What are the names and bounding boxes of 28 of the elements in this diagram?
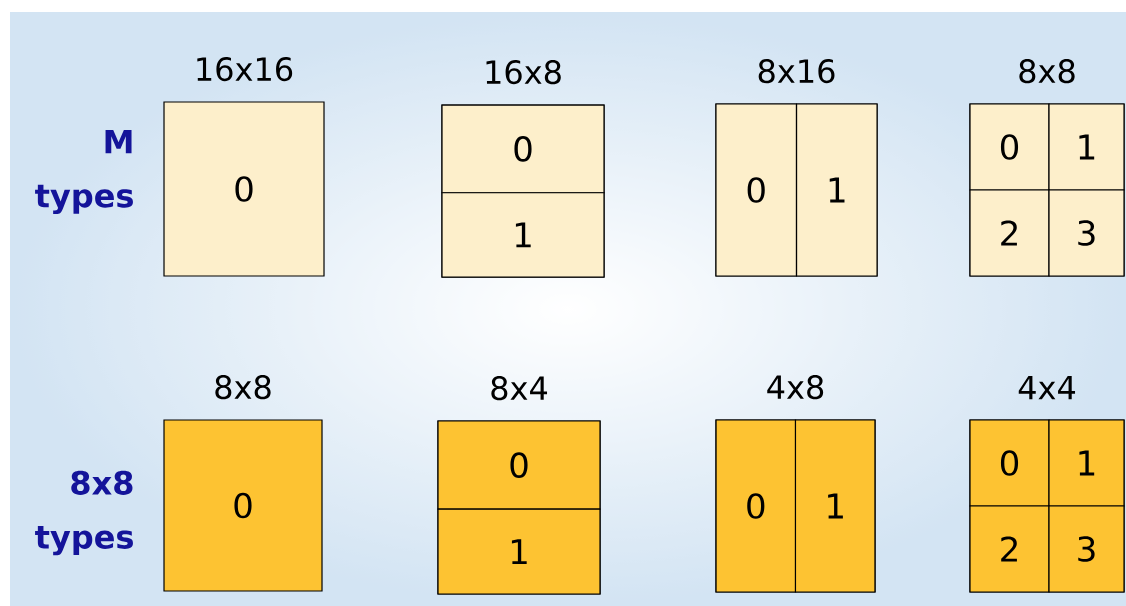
partition: 1 — [795, 103, 878, 277]
partition: 3 — [1048, 189, 1125, 277]
partition: 0 — [437, 420, 601, 510]
partition: 1 — [1048, 419, 1125, 507]
node-label: 8x8 — [1019, 59, 1075, 84]
row-label: M types — [35, 129, 133, 215]
partition: 1 — [441, 192, 605, 278]
node-label: 4x4 — [1018, 375, 1076, 400]
partition: 0 — [969, 419, 1050, 507]
partition: 0 — [715, 103, 798, 277]
partition: 0 — [441, 104, 605, 194]
node-label: 16x8 — [486, 60, 561, 85]
partition: 0 — [969, 103, 1050, 191]
partition: 1 — [1048, 103, 1125, 191]
block: 0 8x8 — [163, 375, 323, 592]
node-label: 4x8 — [767, 375, 824, 400]
partition: 2 — [969, 505, 1050, 593]
partition: 0 — [715, 419, 797, 593]
row-label: 8x8 types — [35, 470, 133, 556]
node-label: 8x8 — [215, 375, 271, 400]
partition: 1 — [437, 508, 601, 595]
partition: 3 — [1048, 505, 1125, 593]
block: 0 16x16 — [163, 57, 325, 277]
node-label: 8x16 — [758, 59, 835, 84]
partition: 2 — [969, 189, 1050, 277]
node-label: 8x4 — [491, 376, 548, 401]
partition: 1 — [794, 419, 876, 593]
node-label: 16x16 — [197, 57, 293, 82]
